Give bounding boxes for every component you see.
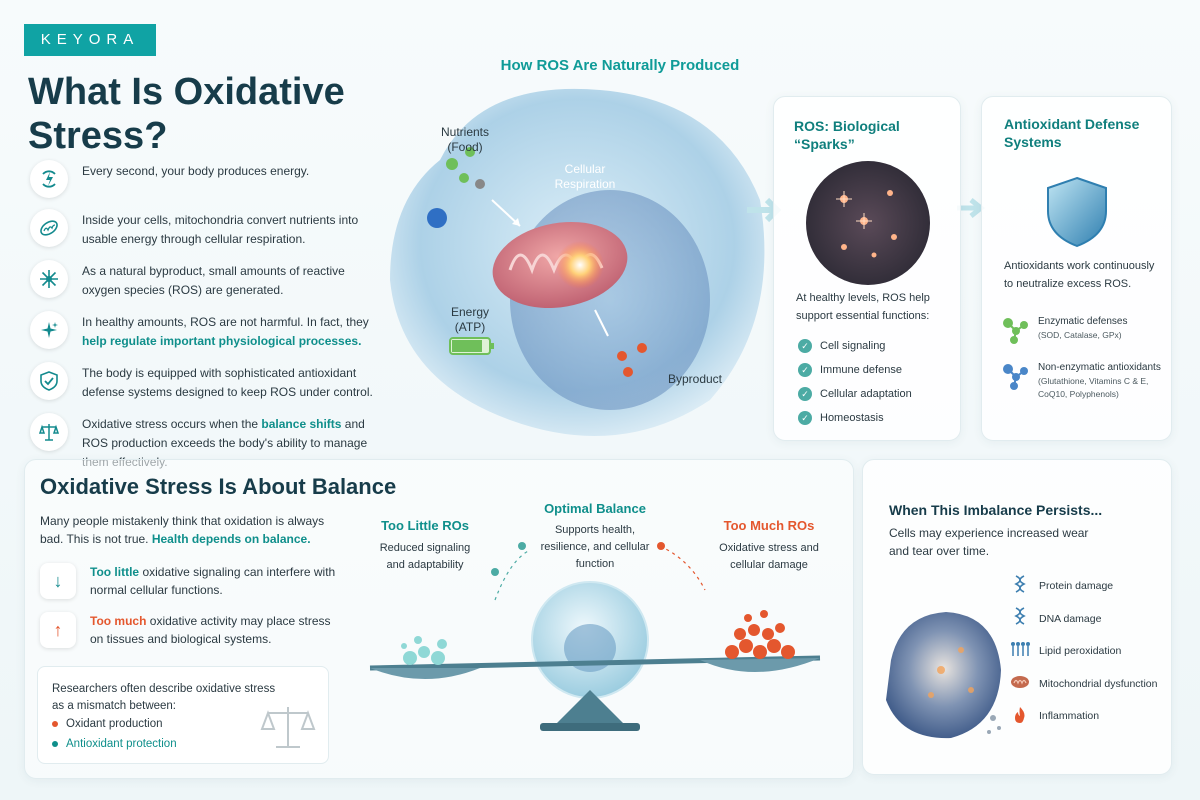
damage-list: Protein damage DNA damage Lipid peroxida…	[1009, 570, 1174, 733]
list-item: Enzymatic defenses(SOD, Catalase, GPx)	[1000, 315, 1165, 345]
ros-card-title: ROS: Biological “Sparks”	[794, 118, 900, 152]
list-item: Protein damage	[1009, 570, 1174, 603]
intro-text: In healthy amounts, ROS are not harmful.…	[82, 315, 369, 348]
too-little-desc: Reduced signaling and adaptability	[379, 542, 471, 571]
mitochondria-icon	[1009, 674, 1031, 693]
energy-label: Energy (ATP)	[450, 305, 490, 334]
too-little-text: Too little oxidative signaling can inter…	[90, 565, 336, 597]
list-item: Non-enzymatic antioxidants(Glutathione, …	[1000, 361, 1165, 401]
list-item: Lipid peroxidation	[1009, 635, 1174, 668]
byproduct-label: Byproduct	[667, 372, 723, 386]
too-much-text: Too much oxidative activity may place st…	[90, 614, 331, 646]
intro-text: Every second, your body produces energy.	[82, 164, 310, 178]
defense-list: Enzymatic defenses(SOD, Catalase, GPx) N…	[1000, 315, 1165, 417]
optimal-title: Optimal Balance	[544, 501, 646, 516]
ros-card-text: At healthy levels, ROS help support esse…	[796, 292, 930, 322]
persist-card: When This Imbalance Persists... Cells ma…	[862, 459, 1172, 775]
oxidant-item: Oxidant production	[52, 718, 163, 730]
center-heading: How ROS Are Naturally Produced	[500, 57, 740, 74]
list-item: DNA damage	[1009, 603, 1174, 636]
intro-text: The body is equipped with sophisticated …	[82, 366, 373, 399]
intro-item: In healthy amounts, ROS are not harmful.…	[30, 311, 380, 351]
defense-item-text: Non-enzymatic antioxidants(Glutathione, …	[1038, 362, 1161, 399]
arrow-down-icon: ↓	[40, 563, 76, 599]
ros-card: ROS: Biological “Sparks” At healthy leve…	[773, 96, 961, 441]
energy-cycle-icon	[30, 160, 68, 198]
persist-title: When This Imbalance Persists...	[889, 502, 1103, 518]
intro-item: The body is equipped with sophisticated …	[30, 362, 380, 402]
sparkles-icon	[30, 311, 68, 349]
too-much-row: ↑ Too much oxidative activity may place …	[40, 612, 340, 648]
too-much-title: Too Much ROs	[723, 518, 815, 533]
damaged-cell-image	[871, 600, 1011, 755]
mitochondria-icon	[30, 209, 68, 247]
list-item: ✓Cell signaling	[798, 339, 912, 353]
intro-item: Every second, your body produces energy.	[30, 160, 380, 198]
molecule-icon	[1003, 364, 1028, 390]
dna-icon	[1009, 607, 1031, 630]
intro-item: As a natural byproduct, small amounts of…	[30, 260, 380, 300]
research-text: Researchers often describe oxidative str…	[52, 683, 276, 712]
intro-text: As a natural byproduct, small amounts of…	[82, 264, 345, 297]
list-item: Inflammation	[1009, 700, 1174, 733]
flame-icon	[1009, 706, 1031, 727]
scale-icon	[30, 413, 68, 451]
list-item: ✓Homeostasis	[798, 411, 912, 425]
page-title: What Is Oxidative Stress?	[28, 71, 345, 157]
cell-illustration: Nutrients (Food) Cellular Respiration En…	[380, 80, 780, 450]
shield-check-icon	[30, 362, 68, 400]
scale-icon	[260, 707, 316, 748]
check-icon: ✓	[798, 339, 812, 353]
balance-intro: Many people mistakenly think that oxidat…	[40, 514, 325, 546]
persist-text: Cells may experience increased wear and …	[889, 526, 1089, 558]
too-little-title: Too Little ROs	[381, 518, 469, 533]
research-box: Researchers often describe oxidative str…	[37, 666, 329, 764]
intro-item: Inside your cells, mitochondria convert …	[30, 209, 380, 249]
shield-icon	[1044, 175, 1110, 254]
nutrients-label: Nutrients (Food)	[440, 125, 490, 154]
defense-card-title: Antioxidant Defense Systems	[1004, 116, 1140, 150]
check-icon: ✓	[798, 363, 812, 377]
list-item: Mitochondrial dysfunction	[1009, 668, 1174, 701]
ros-function-list: ✓Cell signaling ✓Immune defense ✓Cellula…	[798, 339, 912, 435]
balance-scale-illustration	[360, 540, 840, 775]
list-item: ✓Cellular adaptation	[798, 387, 912, 401]
intro-text: Inside your cells, mitochondria convert …	[82, 213, 359, 246]
antioxidant-item: Antioxidant protection	[52, 738, 177, 750]
intro-list: Every second, your body produces energy.…	[30, 160, 380, 483]
arrow-up-icon: ↑	[40, 612, 76, 648]
defense-card-text: Antioxidants work continuously to neutra…	[1004, 260, 1155, 290]
brand-logo: KEYORA	[24, 24, 156, 56]
list-item: ✓Immune defense	[798, 363, 912, 377]
protein-icon	[1009, 575, 1031, 598]
defense-card: Antioxidant Defense Systems Antioxidants…	[981, 96, 1172, 441]
defense-item-text: Enzymatic defenses(SOD, Catalase, GPx)	[1038, 316, 1128, 340]
ros-sparks-image	[804, 159, 932, 292]
optimal-desc: Supports health, resilience, and cellula…	[540, 524, 650, 570]
lipid-icon	[1009, 641, 1031, 662]
check-icon: ✓	[798, 387, 812, 401]
balance-title: Oxidative Stress Is About Balance	[40, 474, 397, 499]
too-little-row: ↓ Too little oxidative signaling can int…	[40, 563, 340, 599]
too-much-desc: Oxidative stress and cellular damage	[719, 542, 819, 571]
starburst-icon	[30, 260, 68, 298]
respiration-label: Cellular Respiration	[554, 162, 616, 191]
molecule-icon	[1003, 318, 1028, 344]
check-icon: ✓	[798, 411, 812, 425]
